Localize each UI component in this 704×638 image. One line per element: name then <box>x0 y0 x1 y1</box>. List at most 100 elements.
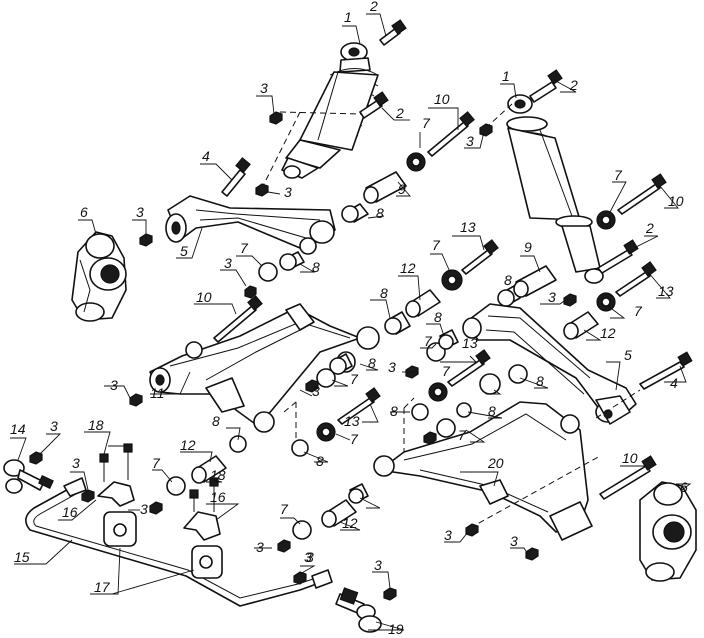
callout-3-lower-left-a: 3 <box>312 383 320 399</box>
bolts-18-left <box>99 443 133 463</box>
callout-11: 11 <box>150 385 165 401</box>
bushing-17-left <box>103 511 137 547</box>
clamp-16-left <box>97 452 135 507</box>
bolt-10-upper-mid <box>427 111 475 157</box>
bushing-8-center-a <box>229 435 247 453</box>
washer-7-center-c <box>428 382 448 402</box>
bolt-4-upper-left <box>221 157 251 197</box>
callout-7-mid: 7 <box>432 237 441 253</box>
bushing-8-upper-left <box>279 251 305 271</box>
callout-3-lower-left-b: 3 <box>388 359 396 375</box>
sleeve-9-left <box>363 171 407 204</box>
nut-3-shock-left-top <box>269 111 283 125</box>
callout-1-right: 1 <box>502 68 510 84</box>
callout-3-upper-left: 3 <box>224 255 232 271</box>
nut-3-right-a <box>563 293 577 307</box>
nut-3-shock-left-bottom <box>255 183 269 197</box>
callout-3-bar-right-b: 3 <box>374 557 382 573</box>
callout-2-right-mid: 2 <box>645 220 654 236</box>
callout-7-center-b: 7 <box>458 427 467 443</box>
callout-3-bar-left-a: 3 <box>50 418 58 434</box>
callout-8-center-c: 8 <box>316 453 324 469</box>
bolt-10-right-lower <box>599 455 657 500</box>
bolt-10-right-upper <box>617 173 667 215</box>
callout-13-mid: 13 <box>460 219 476 235</box>
shock-absorber-left <box>281 42 379 179</box>
callout-8-center-b: 8 <box>488 403 496 419</box>
link-19 <box>335 587 382 633</box>
callout-15: 15 <box>14 549 30 565</box>
callout-20: 20 <box>487 455 504 471</box>
washer-7-center-b <box>316 422 336 442</box>
upper-arm-right <box>462 303 637 425</box>
bushing-upper-left <box>341 203 369 223</box>
callout-8-lower-mid: 8 <box>536 373 544 389</box>
washer-7-center-d <box>436 418 456 438</box>
callout-3-center-c: 3 <box>304 549 312 565</box>
callout-12-center-b: 12 <box>342 515 358 531</box>
upper-arm-left <box>165 195 336 255</box>
callout-3-knuckle-left: 3 <box>136 204 144 220</box>
sleeve-12-center-b <box>321 499 357 528</box>
washer-7-right-b <box>596 210 616 230</box>
callout-8-upper-left-a: 8 <box>376 205 384 221</box>
callout-9-right: 9 <box>524 239 532 255</box>
callout-7-lower-left-b: 7 <box>424 333 433 349</box>
callout-6-left: 6 <box>80 204 88 220</box>
link-14 <box>3 459 54 494</box>
sleeve-9-right <box>513 265 557 298</box>
callout-13-center: 13 <box>344 413 360 429</box>
callout-8-right-mid: 8 <box>504 272 512 288</box>
callout-7-top-mid: 7 <box>422 115 431 131</box>
callout-labels: 1 2 3 2 4 3 6 3 5 7 3 8 9 8 10 7 3 1 2 7… <box>10 0 688 637</box>
callout-3-lower-right-a: 3 <box>444 527 452 543</box>
sleeve-12-right <box>563 311 599 340</box>
callout-5-left: 5 <box>180 243 188 259</box>
callout-3-shock-bottom: 3 <box>284 184 292 200</box>
nut-3-right-lower-a <box>465 523 479 537</box>
sleeve-12-left-a <box>405 289 441 318</box>
bolt-mid-left <box>359 91 389 119</box>
bolt-2-right-lower <box>597 239 639 274</box>
nut-3-upper-mid <box>479 123 493 137</box>
callout-2-right-top: 2 <box>569 77 578 93</box>
nut-3-lower-left-b <box>305 379 319 393</box>
callout-7-center-c: 7 <box>152 455 161 471</box>
bushing-8-center-c <box>411 403 429 421</box>
nut-3-center-b <box>423 431 437 445</box>
bushing-17-right <box>191 545 223 579</box>
callout-8-lower-left: 8 <box>368 355 376 371</box>
callout-3-center-a: 3 <box>140 501 148 517</box>
bolt-13-center-b <box>447 349 491 387</box>
callout-8-mid-b: 8 <box>434 309 442 325</box>
stabilizer-bar <box>25 477 333 607</box>
callout-7-lower-left-a: 7 <box>350 371 359 387</box>
washer-7-shock-right <box>406 152 426 172</box>
callout-9-left: 9 <box>398 181 406 197</box>
callout-3-bar-left-b: 3 <box>72 455 80 471</box>
callout-2-top: 2 <box>369 0 378 14</box>
callout-17: 17 <box>94 579 111 595</box>
nut-3-bar-right-a <box>293 571 307 585</box>
bolt-4-right <box>639 351 693 390</box>
callout-19: 19 <box>388 621 404 637</box>
callout-7-center-a: 7 <box>350 431 359 447</box>
callout-18-right: 18 <box>210 467 226 483</box>
bolt-upper-right <box>529 69 563 103</box>
clamp-16-right <box>183 484 221 541</box>
wheel-knuckle-right <box>639 481 697 582</box>
bushing-8-lower-left-c <box>438 329 459 350</box>
callout-14: 14 <box>10 421 26 437</box>
nut-3-clamp-top-left <box>29 451 43 465</box>
callout-10-right-top: 10 <box>668 193 684 209</box>
callout-7-right-mid: 7 <box>634 303 643 319</box>
callout-3-lower-right-b: 3 <box>510 533 518 549</box>
nut-3-center-a <box>149 501 163 515</box>
callout-12-center-a: 12 <box>180 437 196 453</box>
callout-3-bar-right-a: 3 <box>306 549 314 565</box>
callout-2-mid: 2 <box>395 105 404 121</box>
bushing-8-center-b <box>291 439 309 457</box>
shock-absorber-right <box>506 94 604 284</box>
callout-12-mid: 12 <box>400 260 416 276</box>
callout-3-shock-top: 3 <box>260 80 268 96</box>
